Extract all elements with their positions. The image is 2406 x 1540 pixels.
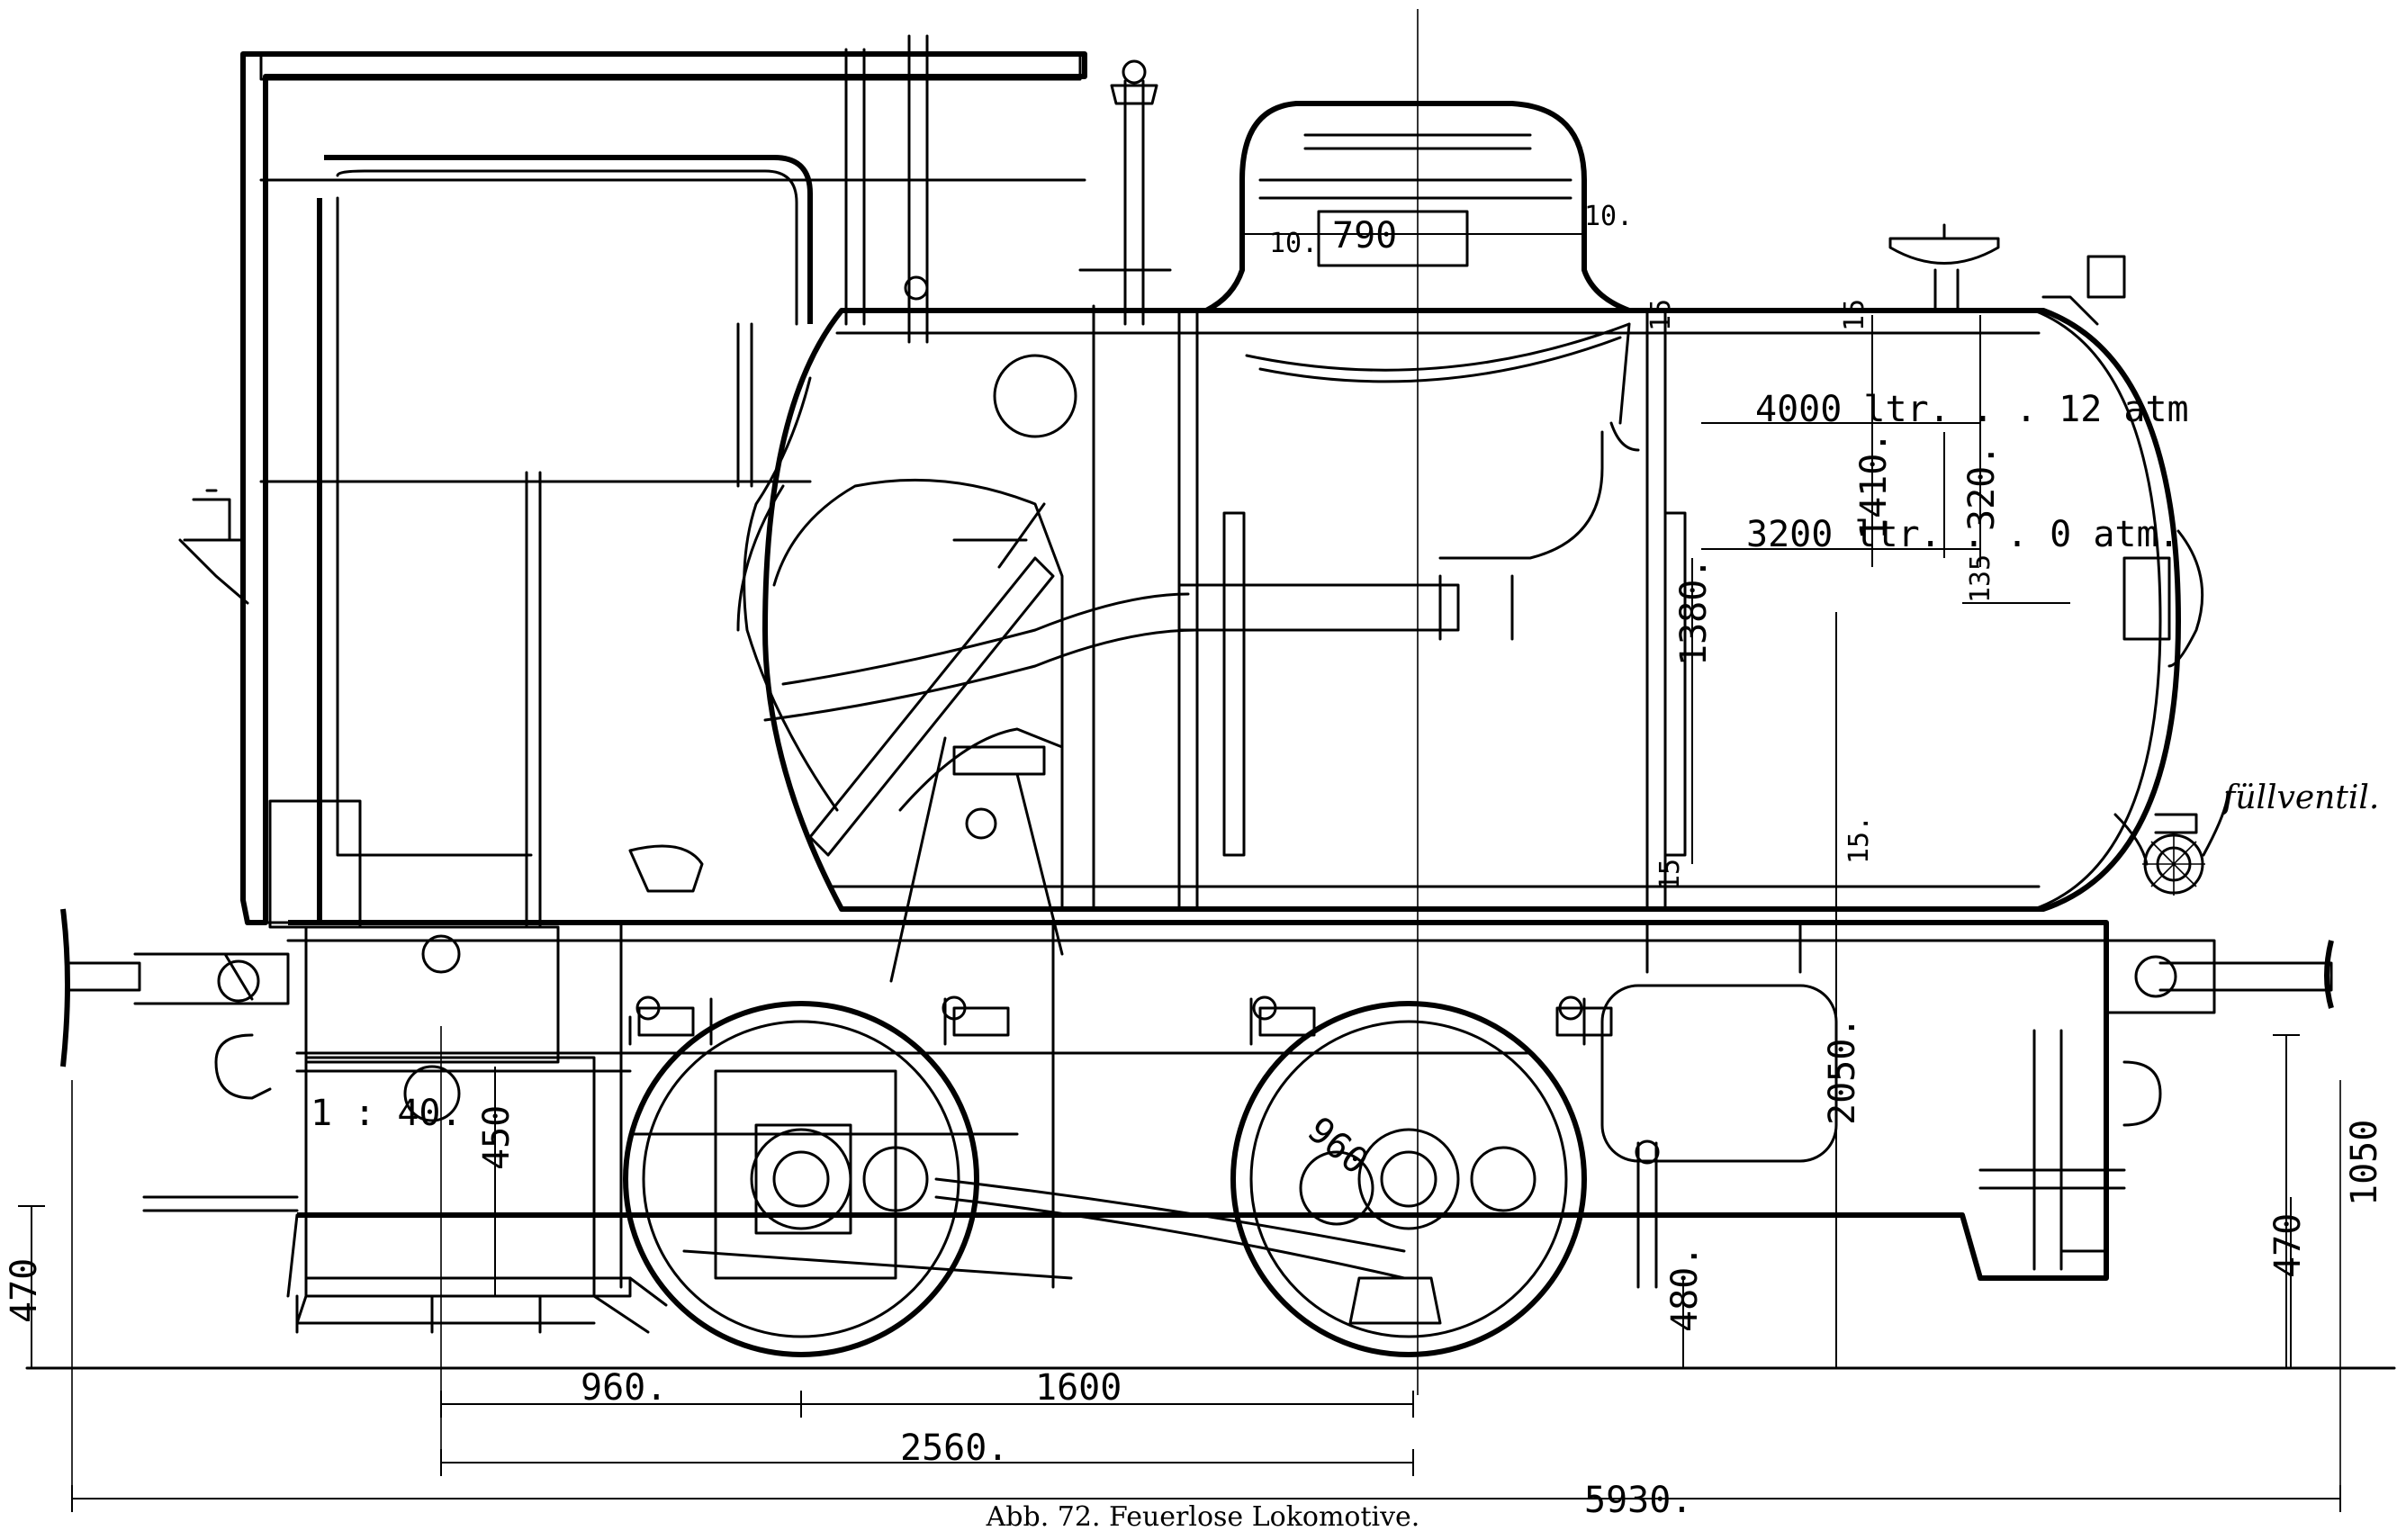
frame [286,920,2109,1334]
dim-overall-length: 5930. [1584,1480,1692,1521]
wheel-front [934,1001,1660,1357]
dim-tank-axis-height: 2050. [1822,1017,1863,1125]
cab [178,51,1087,929]
dim-axle-offset: 960. [581,1367,667,1409]
fill-valve [2113,790,2230,896]
figure-caption: Abb. 72. Feuerlose Lokomotive. [986,1501,1420,1533]
dim-bottom-clearance: 15. [1843,815,1875,864]
dim-frame-height: 480. [1664,1246,1706,1332]
dim-drum-height: 450 [476,1105,518,1170]
dim-inner-height: 1380. [1673,558,1715,666]
dim-dome-right-gap: 10. [1584,201,1633,232]
dim-dome-left-gap: 10. [1269,228,1318,259]
dim-dome-width: 790 [1332,215,1397,257]
dim-top-clearance: 15 [1645,299,1677,331]
controls [628,34,1172,983]
dim-tank-height: 1410. [1853,432,1895,540]
scale-label: 1 : 40. [311,1093,463,1134]
tank [762,223,2204,912]
wheel-rear [623,1001,1073,1357]
dim-buffer-height: 1050 [2344,1120,2385,1206]
fill-valve-label: füllventil. [2221,779,2379,816]
dim-rail-height-right: 470 [2267,1213,2309,1278]
buffers [60,908,2334,1280]
dim-level-diff: 320. [1961,445,2003,531]
dim-wheelbase-part: 1600 [1035,1367,1122,1409]
dim-wheel-diameter: 960 [1300,1109,1376,1183]
dome [1204,9,1631,1395]
volume-upper-label: 4000 ltr. . . 12 atm [1755,389,2189,430]
dim-lower-offset: 135 [1965,554,1996,603]
dim-rail-height-left: 470 [4,1258,45,1323]
dim-side-gap: 15 [1654,859,1686,891]
volume-lower-label: 3200 ltr. . . 0 atm. [1746,514,2180,555]
dimension-lines [18,233,2341,1512]
dim-wheelbase: 2560. [900,1427,1008,1469]
dim-upper-clearance: 15 [1839,299,1870,331]
